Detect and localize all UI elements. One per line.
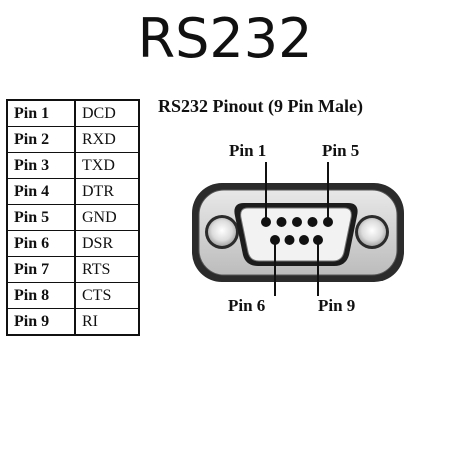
screw-right-icon [355,215,389,249]
signal-name-cell: GND [74,204,140,231]
pin-2-contact [276,217,287,227]
pin-1-label: Pin 1 [229,141,267,160]
diagram-title: RS232 Pinout (9 Pin Male) [158,96,363,116]
pin-number-cell: Pin 5 [6,204,76,231]
signal-name-cell: DTR [74,178,140,205]
table-row: Pin 8 CTS [6,282,140,309]
pin-7-contact [284,235,295,245]
table-row: Pin 6 DSR [6,230,140,257]
pin-number-cell: Pin 2 [6,126,76,153]
pin-number-cell: Pin 8 [6,282,76,309]
pin-6-contact [270,235,280,245]
pin-1-contact [261,217,271,227]
signal-name-cell: CTS [74,282,140,309]
table-row: Pin 3 TXD [6,152,140,179]
pin-number-cell: Pin 9 [6,308,76,336]
page-title: RS232 [137,7,313,70]
table-row: Pin 7 RTS [6,256,140,283]
pin-number-cell: Pin 3 [6,152,76,179]
signal-name-cell: RI [74,308,140,336]
pin-9-contact [313,235,323,245]
table-row: Pin 2 RXD [6,126,140,153]
pin-4-contact [307,217,318,227]
pin-3-contact [292,217,302,227]
pin-6-label: Pin 6 [228,296,266,315]
pin-number-cell: Pin 7 [6,256,76,283]
pin-number-cell: Pin 6 [6,230,76,257]
signal-name-cell: TXD [74,152,140,179]
table-row: Pin 4 DTR [6,178,140,205]
table-row: Pin 5 GND [6,204,140,231]
pin-9-label: Pin 9 [318,296,356,315]
pin-8-contact [299,235,309,245]
pin-5-contact [323,217,333,227]
table-row: Pin 9 RI [6,308,140,336]
d-sub-insert [240,207,352,262]
pinout-table: Pin 1 DCD Pin 2 RXD Pin 3 TXD Pin 4 DTR … [6,99,140,336]
pin-5-label: Pin 5 [322,141,360,160]
screw-left-icon [205,215,239,249]
